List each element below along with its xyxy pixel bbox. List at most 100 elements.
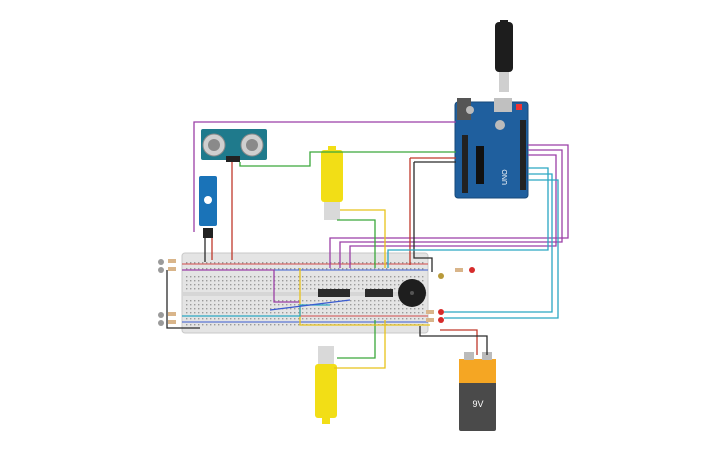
breadboard-hole — [262, 268, 264, 270]
breadboard-hole — [206, 300, 208, 302]
breadboard-hole — [226, 288, 228, 290]
breadboard-hole — [306, 262, 308, 264]
breadboard-hole — [310, 268, 312, 270]
arduino-uno-board[interactable]: UNO — [454, 98, 529, 199]
breadboard-hole — [378, 300, 380, 302]
battery-icon[interactable]: 9V — [459, 352, 496, 431]
breadboard-hole — [402, 280, 404, 282]
breadboard-hole — [242, 312, 244, 314]
breadboard-hole — [294, 318, 296, 320]
breadboard-hole — [294, 276, 296, 278]
breadboard-hole — [366, 288, 368, 290]
breadboard-hole — [206, 268, 208, 270]
breadboard-hole — [370, 288, 372, 290]
breadboard-hole — [294, 288, 296, 290]
breadboard-hole — [306, 280, 308, 282]
breadboard-hole — [242, 276, 244, 278]
breadboard-hole — [306, 312, 308, 314]
breadboard-hole — [254, 268, 256, 270]
breadboard-hole — [210, 276, 212, 278]
breadboard-hole — [234, 262, 236, 264]
breadboard-hole — [370, 312, 372, 314]
ultrasonic-sensor-icon[interactable] — [201, 129, 267, 162]
breadboard-hole — [222, 308, 224, 310]
breadboard-hole — [254, 318, 256, 320]
buzzer-icon[interactable] — [398, 279, 426, 307]
breadboard-hole — [346, 288, 348, 290]
breadboard-hole — [214, 288, 216, 290]
breadboard-hole — [358, 304, 360, 306]
motor-bottom-icon[interactable] — [315, 346, 337, 424]
breadboard-hole — [418, 312, 420, 314]
breadboard-hole — [230, 300, 232, 302]
motor-top-icon[interactable] — [321, 146, 343, 220]
ic-chip-left[interactable] — [318, 289, 350, 297]
breadboard-hole — [422, 276, 424, 278]
breadboard-hole — [370, 268, 372, 270]
breadboard-hole — [302, 268, 304, 270]
breadboard-hole — [230, 276, 232, 278]
breadboard-hole — [282, 300, 284, 302]
breadboard-hole — [366, 308, 368, 310]
breadboard-hole — [390, 276, 392, 278]
breadboard-hole — [326, 308, 328, 310]
breadboard-hole — [294, 304, 296, 306]
breadboard-hole — [394, 312, 396, 314]
breadboard-hole — [230, 284, 232, 286]
breadboard-hole — [398, 308, 400, 310]
breadboard-hole — [258, 318, 260, 320]
breadboard-hole — [230, 312, 232, 314]
breadboard-hole — [282, 318, 284, 320]
breadboard-hole — [286, 318, 288, 320]
breadboard-hole — [278, 300, 280, 302]
breadboard-hole — [374, 300, 376, 302]
breadboard-hole — [206, 276, 208, 278]
breadboard-hole — [190, 304, 192, 306]
battery-label: 9V — [472, 399, 483, 409]
breadboard-hole — [298, 280, 300, 282]
breadboard-hole — [394, 284, 396, 286]
breadboard-hole — [322, 288, 324, 290]
breadboard-hole — [370, 300, 372, 302]
breadboard-hole — [274, 300, 276, 302]
breadboard-hole — [258, 268, 260, 270]
breadboard-hole — [286, 324, 288, 326]
breadboard-hole — [290, 262, 292, 264]
breadboard-hole — [190, 308, 192, 310]
breadboard-hole — [326, 318, 328, 320]
breadboard-hole — [246, 300, 248, 302]
breadboard-hole — [306, 268, 308, 270]
breadboard-hole — [266, 284, 268, 286]
breadboard-hole — [322, 284, 324, 286]
breadboard-hole — [234, 324, 236, 326]
servo-icon[interactable] — [199, 176, 217, 238]
breadboard-hole — [318, 312, 320, 314]
breadboard-hole — [354, 284, 356, 286]
breadboard-hole — [378, 312, 380, 314]
breadboard-hole — [206, 312, 208, 314]
breadboard-hole — [202, 324, 204, 326]
breadboard-hole — [214, 304, 216, 306]
breadboard-hole — [334, 276, 336, 278]
ic-chip-right[interactable] — [365, 289, 393, 297]
breadboard-hole — [286, 312, 288, 314]
breadboard-hole — [186, 284, 188, 286]
breadboard-hole — [234, 308, 236, 310]
breadboard-hole — [334, 280, 336, 282]
breadboard-hole — [350, 268, 352, 270]
breadboard-hole — [394, 300, 396, 302]
breadboard-hole — [354, 288, 356, 290]
breadboard-hole — [338, 318, 340, 320]
breadboard-hole — [374, 312, 376, 314]
breadboard-hole — [366, 284, 368, 286]
breadboard-hole — [234, 284, 236, 286]
breadboard-hole — [286, 268, 288, 270]
breadboard-hole — [334, 300, 336, 302]
breadboard-hole — [250, 262, 252, 264]
led-icon[interactable] — [158, 259, 475, 326]
breadboard-hole — [422, 312, 424, 314]
breadboard-hole — [326, 312, 328, 314]
breadboard-hole — [262, 312, 264, 314]
breadboard-hole — [358, 280, 360, 282]
